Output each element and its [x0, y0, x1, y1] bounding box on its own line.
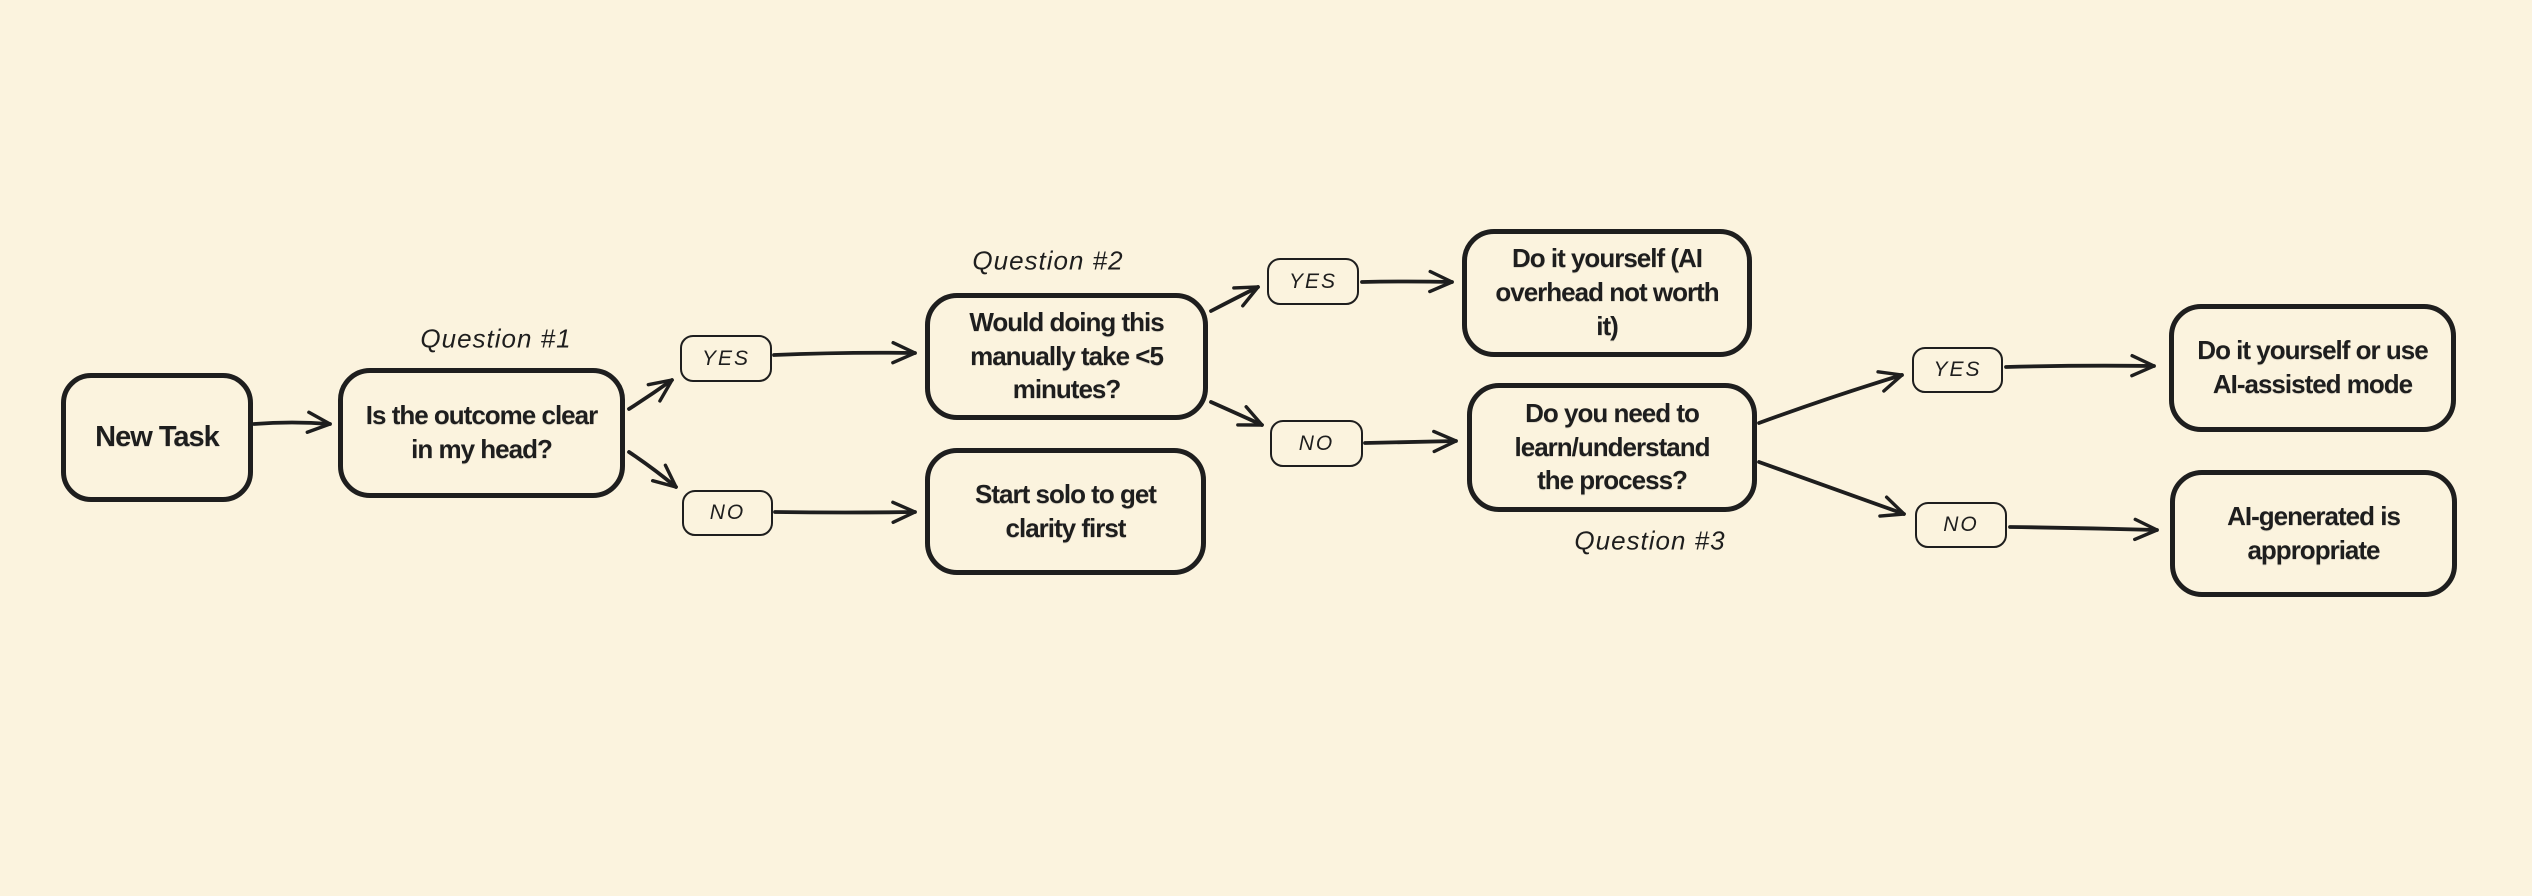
- arrow-yes-to-question2: [772, 340, 917, 365]
- badge-yes-3-label: YES: [1933, 358, 1982, 381]
- arrow-question1-to-no: [627, 450, 678, 489]
- arrow-no-to-ai-generated: [2008, 517, 2159, 542]
- badge-yes-2-label: YES: [1288, 269, 1338, 293]
- node-ai-generated: AI-generated is appropriate: [2170, 470, 2457, 597]
- badge-no-3-label: NO: [1943, 513, 1979, 536]
- badge-yes-1-label: YES: [701, 346, 751, 370]
- arrow-question2-to-no: [1209, 400, 1264, 427]
- arrow-no-to-start-solo: [773, 500, 917, 525]
- arrow-yes-to-diy-overhead: [1360, 269, 1454, 294]
- arrow-question3-to-yes: [1757, 370, 1904, 425]
- badge-yes-2: YES: [1267, 258, 1359, 305]
- arrow-no-to-question3: [1363, 429, 1458, 454]
- arrow-question3-to-no: [1757, 460, 1906, 518]
- node-new-task-label: New Task: [95, 420, 220, 453]
- node-start-solo-label: Start solo to get clarity first: [975, 478, 1157, 543]
- badge-no-1-label: NO: [709, 501, 746, 524]
- node-question3: Do you need to learn/understand the proc…: [1467, 383, 1757, 512]
- node-ai-generated-label: AI-generated is appropriate: [2227, 500, 2401, 565]
- node-question2-label: Would doing this manually take <5 minute…: [969, 306, 1164, 405]
- badge-no-3: NO: [1915, 502, 2007, 548]
- node-question3-label: Do you need to learn/understand the proc…: [1514, 397, 1711, 496]
- node-start-solo: Start solo to get clarity first: [925, 448, 1206, 575]
- node-diy-overhead: Do it yourself (AI overhead not worth it…: [1462, 229, 1752, 357]
- node-diy-overhead-label: Do it yourself (AI overhead not worth it…: [1495, 243, 1719, 341]
- badge-yes-1: YES: [680, 335, 772, 382]
- node-question1: Is the outcome clear in my head?: [338, 368, 625, 498]
- node-question1-label: Is the outcome clear in my head?: [365, 400, 598, 464]
- badge-no-1: NO: [682, 490, 773, 536]
- arrow-yes-to-diy-assisted: [2004, 354, 2156, 378]
- node-diy-assisted: Do it yourself or use AI-assisted mode: [2169, 304, 2456, 432]
- badge-no-2: NO: [1270, 420, 1363, 467]
- annotation-question1: Question #1: [420, 323, 572, 354]
- node-diy-assisted-label: Do it yourself or use AI-assisted mode: [2197, 335, 2428, 399]
- annotation-question3: Question #3: [1574, 525, 1726, 556]
- badge-yes-3: YES: [1912, 347, 2003, 393]
- annotation-question2: Question #2: [972, 245, 1124, 276]
- node-new-task: New Task: [61, 373, 253, 502]
- badge-no-2-label: NO: [1298, 431, 1335, 455]
- arrow-question1-to-yes: [627, 378, 674, 411]
- arrow-question2-to-yes: [1209, 285, 1260, 313]
- node-question2: Would doing this manually take <5 minute…: [925, 293, 1208, 420]
- arrow-new-task-to-question1: [252, 410, 332, 434]
